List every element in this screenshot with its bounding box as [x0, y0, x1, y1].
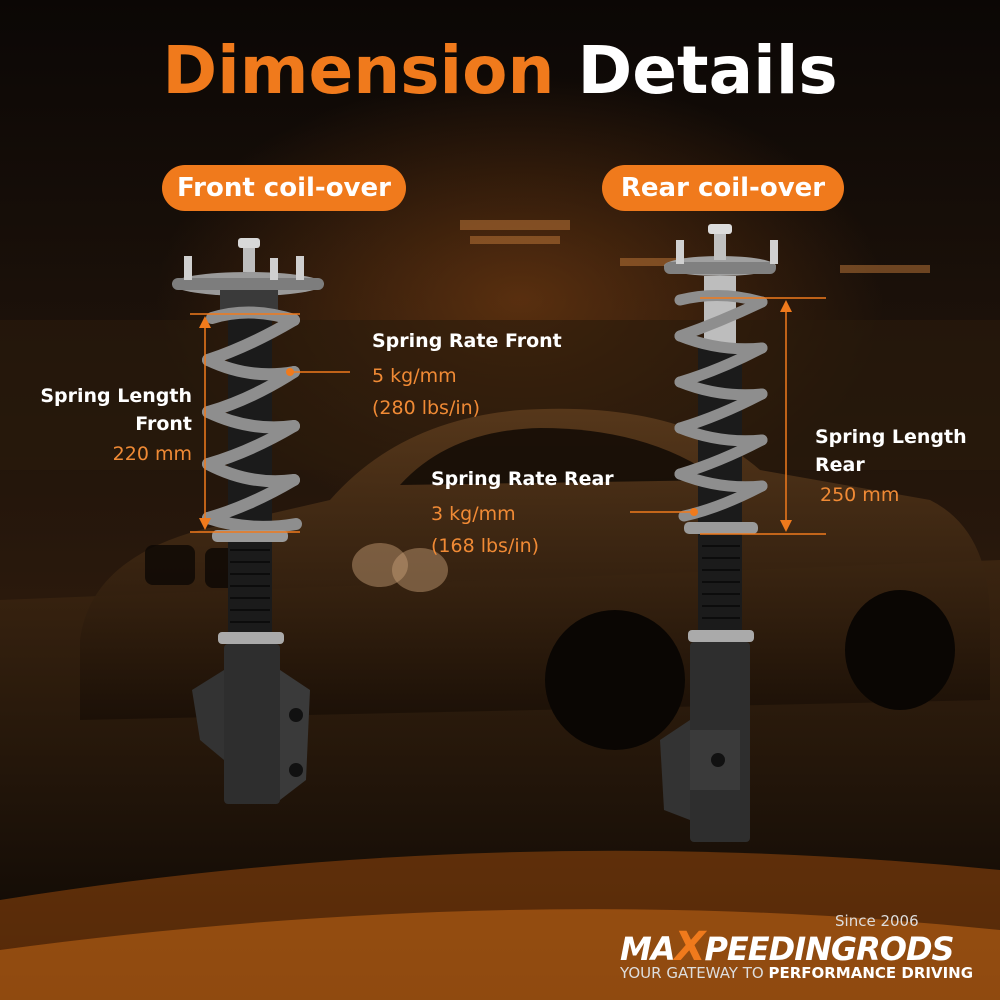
front-spring-length-label-2: Front — [135, 413, 192, 435]
brand-since: Since 2006 — [835, 912, 919, 930]
brand-tagline-part-1: YOUR GATEWAY TO — [620, 964, 769, 982]
dimension-lines — [190, 297, 826, 535]
front-spring-rate-value-1: 5 kg/mm — [372, 365, 457, 387]
front-spring-rate-value-2: (280 lbs/in) — [372, 397, 481, 419]
brand-tagline: YOUR GATEWAY TO PERFORMANCE DRIVING — [620, 964, 973, 982]
brand-logo-part-2: PEEDINGRODS — [704, 930, 954, 968]
rear-spring-rate-label: Spring Rate Rear — [431, 468, 614, 490]
rear-coilover — [660, 224, 778, 842]
rear-spring-rate-value-1: 3 kg/mm — [431, 503, 516, 525]
front-coilover-pill: Front coil-over — [162, 165, 406, 211]
light-streak-2 — [0, 909, 1000, 1000]
stadium-lights — [460, 220, 930, 273]
front-spring-rate-label: Spring Rate Front — [372, 330, 562, 352]
rear-spring-length-label-2: Rear — [815, 454, 865, 476]
page-title: Dimension Details — [0, 32, 1000, 109]
front-spring-length-value: 220 mm — [112, 443, 192, 465]
front-spring-length-label-1: Spring Length — [40, 385, 192, 407]
brand-logo: MAXPEEDINGRODS — [620, 924, 955, 970]
rear-spring-length-value: 250 mm — [820, 484, 900, 506]
rear-coilover-pill: Rear coil-over — [602, 165, 844, 211]
brand-tagline-part-2: PERFORMANCE DRIVING — [768, 964, 974, 982]
light-streak — [0, 850, 1000, 1000]
title-part-1: Dimension — [162, 32, 555, 109]
title-part-2: Details — [577, 32, 838, 109]
front-coilover — [172, 238, 324, 804]
rear-spring-rate-value-2: (168 lbs/in) — [431, 535, 540, 557]
brand-logo-x: X — [674, 924, 706, 970]
brand-logo-part-1: MA — [620, 930, 676, 968]
rear-spring-length-label-1: Spring Length — [815, 426, 967, 448]
